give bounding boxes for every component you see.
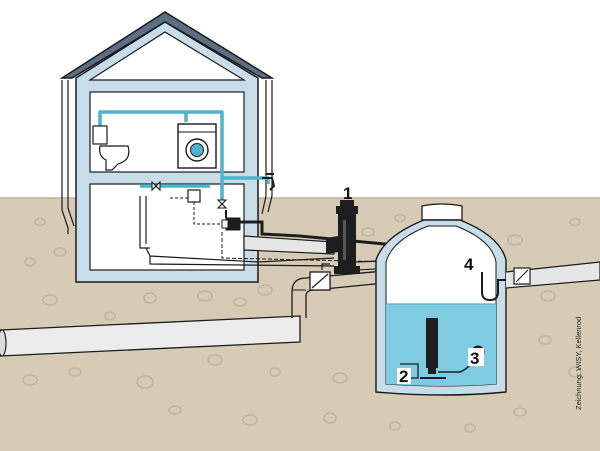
- left-downpipe-inner: [67, 80, 75, 227]
- house-inflow-pipe: [243, 235, 335, 255]
- downpipe-inflow-pipe: [145, 247, 335, 263]
- left-downpipe: [61, 80, 69, 234]
- pebbles: [22, 213, 582, 433]
- overflow-siphon: [481, 272, 506, 302]
- valve-icon-2: [216, 199, 228, 209]
- tank-shaft: [421, 203, 463, 221]
- garden-tap-icon: [262, 177, 276, 191]
- toilet-icon: [99, 145, 130, 171]
- label-overflow: 4: [464, 255, 474, 274]
- label-2-box: [397, 368, 411, 384]
- house-roof: [59, 11, 275, 79]
- right-downpipe-inner: [267, 80, 273, 213]
- control-dashed-line: [170, 197, 222, 225]
- control-unit-box: [187, 189, 201, 203]
- overflow-to-sewer-pipe: [291, 269, 396, 318]
- submersible-pump: [420, 318, 446, 379]
- wc-cistern: [92, 125, 108, 145]
- label-float-switch: 3: [470, 349, 479, 368]
- filter-unit: [326, 200, 360, 274]
- label-3-box: [468, 348, 484, 366]
- attic: [87, 31, 247, 81]
- right-downpipe: [261, 80, 267, 215]
- label-filter: 1: [343, 184, 352, 203]
- house: [59, 11, 276, 283]
- sewer-pipe: [0, 315, 301, 357]
- basement-room: [89, 183, 245, 271]
- drawing-credit: Zeichnung: WISY, Kellenrod: [574, 317, 583, 410]
- valve-icon: [151, 180, 161, 192]
- label-inlet: 2: [399, 367, 408, 386]
